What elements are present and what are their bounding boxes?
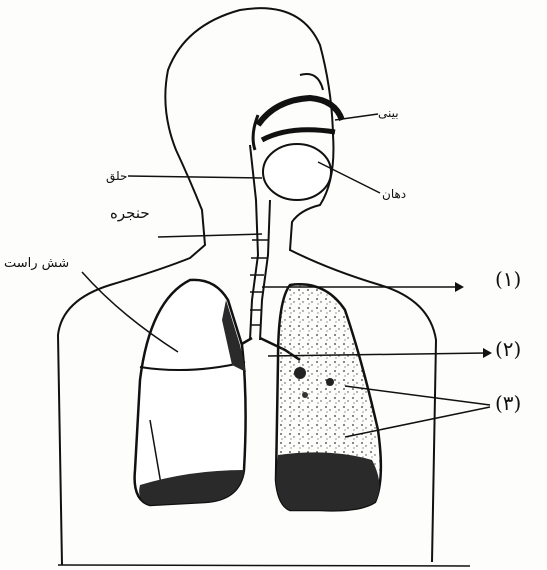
- mouth-cavity: [263, 144, 331, 200]
- label-mouth: دهان: [382, 188, 406, 200]
- marker-3: (۳): [495, 393, 521, 413]
- arrowhead-2: [483, 348, 492, 358]
- alveoli-cluster: [326, 378, 334, 386]
- label-right-lung: شش راست: [4, 257, 69, 270]
- label-larynx: حنجره: [110, 206, 150, 221]
- leader-larynx: [158, 234, 262, 237]
- alveoli-cluster: [302, 392, 308, 398]
- marker-2: (۲): [495, 339, 521, 359]
- leader-throat: [128, 176, 262, 178]
- marker-1: (۱): [495, 269, 521, 289]
- label-throat: حلق: [106, 170, 127, 182]
- label-nose: بینی: [378, 107, 399, 119]
- arrowheads: [455, 282, 492, 358]
- bottom-line: [58, 565, 470, 566]
- alveoli-cluster: [294, 367, 306, 379]
- arrowhead-1: [455, 282, 464, 292]
- left-lung-base-shade: [276, 452, 379, 510]
